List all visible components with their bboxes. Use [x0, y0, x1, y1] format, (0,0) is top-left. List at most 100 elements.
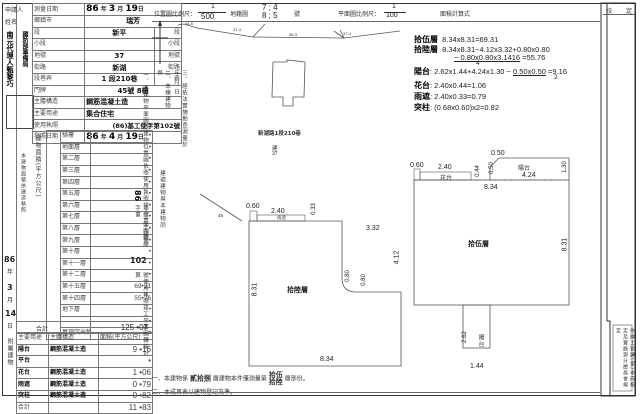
svg-text:37-4: 37-4 — [233, 27, 242, 32]
f16-radius-a: 0.80 — [344, 270, 351, 282]
plan-scale-bar — [384, 12, 406, 13]
f16-col-dim: 0.60 — [246, 203, 260, 210]
note-3: 三、經依法實施勘查測量於 年 月 日 — [173, 70, 187, 148]
location-building-outline — [271, 59, 306, 107]
floor-area-title: 建物面積(平方公尺) — [34, 135, 41, 198]
floor-value: • — [90, 141, 153, 155]
area-calc-label: 面積計算式 — [440, 11, 471, 18]
cadastral-label: 地籍圖 — [230, 11, 249, 18]
f15-south-balcony-label: 陽台 — [477, 334, 484, 348]
road-line — [183, 23, 345, 39]
calc-row-16: 拾陸層 8.34x8.31−4.12x3.32+0.80x0.80 — [414, 45, 550, 54]
annex-header-row: 主要用途 主體構造 面積(平方公尺) — [16, 332, 153, 345]
plan-scale-den: 100 — [386, 12, 398, 19]
annex-total-value: 11 •83 — [98, 401, 153, 414]
note-4: 建號建物與本建物同 — [159, 170, 165, 229]
location-label: 地號 — [31, 49, 86, 63]
floor-value: • — [90, 187, 153, 201]
svg-text:37-4: 37-4 — [343, 31, 352, 36]
review-header-a: 校 — [606, 8, 613, 15]
f15-bevel-h: 0.50 — [488, 162, 495, 174]
header-strip: 位置圖比例尺： 1 500 地籍圖 7 ; 4 8 ; 5 號 平面圖比例尺： … — [152, 3, 600, 22]
f15-balcony-w: 4.24 — [522, 172, 536, 179]
f15-height: 8.31 — [561, 237, 569, 252]
floor-label: 第四層 — [60, 176, 91, 189]
location-lot-number: 37 — [272, 151, 278, 157]
f16-canopy-h: 0.33 — [310, 203, 317, 215]
floor-value: • — [90, 234, 153, 247]
calc-row-column: 突柱: (0.68x0.60)x2=0.82 — [414, 103, 500, 112]
survey-date-row: 測量日期 86 年 3 月 19日 — [31, 3, 182, 16]
calc-row-15: 拾伍層 8.34x8.31=69.31 — [414, 35, 499, 44]
floor-row: 地面層• — [47, 141, 153, 155]
f15-planter-h: 0.44 — [474, 165, 481, 177]
location-row: 門牌 45號 8樓 — [31, 84, 182, 98]
floor-15-outline — [413, 157, 570, 349]
floor-value: • — [90, 176, 153, 189]
calc-row-canopy: 雨遮: 2.40x0.33=0.79 — [414, 92, 487, 101]
floor-row: 第八層• — [47, 222, 153, 236]
angle-label: 45 — [218, 213, 224, 218]
annex-total-label: 合計 — [16, 401, 49, 414]
floor-row: 第二層• — [47, 153, 153, 166]
license-number: 102 — [130, 256, 147, 265]
f16-notch-w: 3.32 — [366, 225, 380, 232]
location-scale-den: 500 — [201, 12, 215, 21]
location-scale-num: 1 — [211, 3, 215, 10]
f16-label: 拾陸層 — [287, 286, 308, 294]
location-lot-label: 建 — [272, 146, 278, 152]
f15-south-balcony-h: 2.62 — [461, 331, 468, 343]
location-label: 段 — [31, 26, 86, 40]
f15-balcony-h: 1.30 — [561, 161, 568, 173]
calc-row-balcony-divisor: 2 — [554, 74, 558, 81]
f15-bevel: 0.50 — [491, 150, 505, 157]
applicant-label: 申請人 — [5, 7, 24, 14]
location-row: 地號 37 地號 — [31, 49, 183, 63]
f16-planter-dim: 2.40 — [271, 208, 285, 215]
floor-row: 第六層• — [47, 199, 153, 213]
review-note: 依據土管課(室)本府核定及實施測分層員會規定 — [615, 328, 635, 388]
side-note: 本建物面積依建造執照 — [20, 153, 26, 213]
svg-text:44-5: 44-5 — [185, 21, 194, 26]
review-header-divider — [603, 14, 635, 15]
total-label: 合計 — [36, 326, 49, 333]
calc-row-balcony: 陽台: 2.62x1.44+4.24x1.30 − 0.50x0.50 =9.1… — [414, 67, 568, 76]
f16-height: 8.31 — [251, 282, 259, 297]
form-main-grid: 測量日期 86 年 3 月 19日 鄉鎮市 瑞芳 段 新平 段 小段 小段 — [31, 3, 183, 144]
floor-row: 第三層• — [47, 164, 153, 178]
name-label: 姓名 — [5, 19, 18, 26]
floor-value: • — [90, 164, 153, 178]
location-row: 段巷弄 1 段210巷 弄 — [31, 72, 183, 86]
f15-width: 8.34 — [484, 184, 498, 191]
location-scale-bar — [198, 12, 226, 13]
license-year: 86 — [133, 190, 142, 202]
license-tail: 號使用執照竣工平面圖轉繪計算 — [134, 272, 148, 357]
floor-row: 第四層• — [47, 176, 153, 189]
f16-notch-h: 4.12 — [393, 250, 401, 265]
f15-planter-w: 2.40 — [438, 164, 452, 171]
floor-row: 第七層• — [47, 211, 153, 224]
f16-width: 8.34 — [320, 356, 334, 363]
f15-col-dim: 0.60 — [410, 162, 424, 169]
application-day-unit: 日 — [7, 323, 14, 330]
license-text: 年總基工建使字第 — [134, 205, 148, 244]
note-1: 一、本建物平面圖及建物位置圖依照使用執照竣工平面圖轉繪 — [142, 72, 148, 248]
application-month-unit: 月 — [7, 297, 14, 304]
floor-16-outline — [199, 193, 402, 367]
calc-row-16-divisor: 4 — [476, 60, 480, 67]
location-suffix: 地號 — [153, 49, 183, 63]
sheet-suffix: 號 — [294, 11, 301, 18]
floor-label: 第七層 — [60, 211, 91, 224]
agent-name: 國防部軍備局 — [21, 31, 28, 67]
f15-south-balcony-w: 1.44 — [470, 363, 484, 370]
annex-side-label: 附屬建物 — [6, 338, 13, 366]
floor-value: • — [90, 222, 153, 236]
floor-value: • — [90, 211, 153, 224]
svg-text:38-3: 38-3 — [289, 32, 298, 37]
location-suffix: 小段 — [153, 38, 183, 51]
application-month: 3 — [7, 283, 13, 292]
footer-divider — [152, 392, 600, 393]
